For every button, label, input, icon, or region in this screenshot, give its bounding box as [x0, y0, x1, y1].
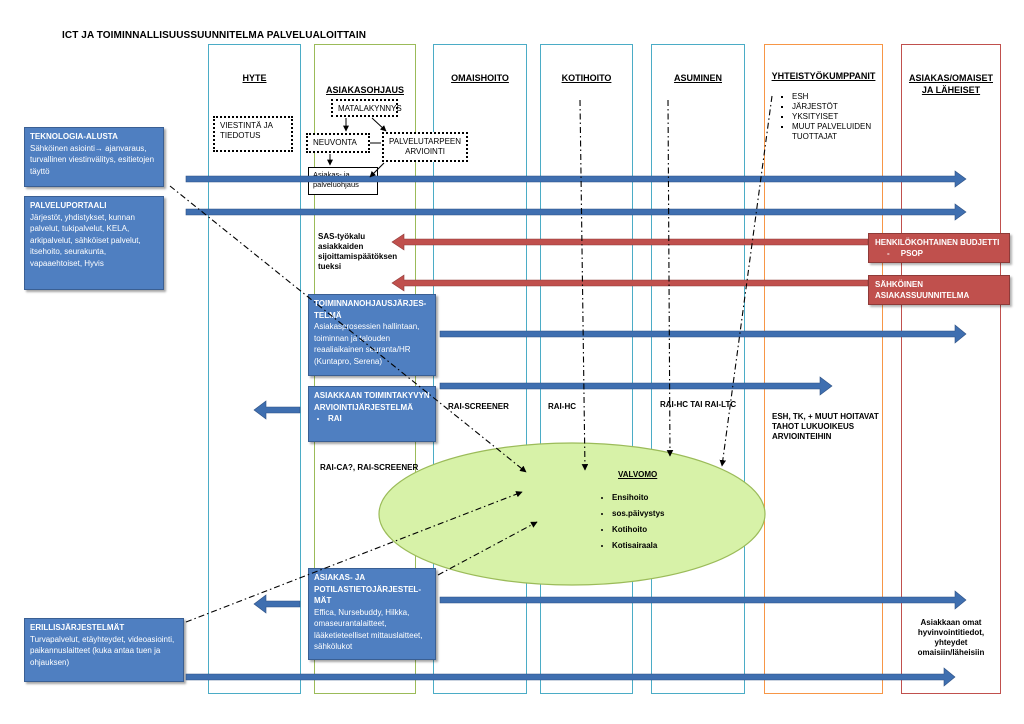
valvomo-item: Kotisairaala: [612, 538, 664, 554]
valvomo-list: Ensihoito sos.päivystys Kotihoito Kotisa…: [598, 490, 664, 554]
box-text: Sähköinen asiointi→ ajanvaraus, turvalli…: [30, 143, 155, 176]
arrow-right: [439, 376, 833, 396]
potilastieto-box: ASIAKAS- JA POTILASTIETOJÄRJESTEL-MÄT Ef…: [308, 568, 436, 660]
arrow-right: [185, 667, 956, 687]
matalakynnys-box: MATALAKYNNYS: [331, 99, 402, 117]
column-label-omaishoito: OMAISHOITO: [451, 73, 509, 83]
teknologia-alusta-box: TEKNOLOGIA-ALUSTA Sähköinen asiointi→ aj…: [24, 127, 164, 187]
diagram-title: ICT JA TOIMINNALLISUUSSUUNNITELMA PALVEL…: [62, 30, 367, 41]
asiakkaan-omat-label: Asiakkaan omat hyvinvointitiedot, yhteyd…: [917, 618, 985, 657]
arrow-right: [185, 170, 967, 188]
column-kotihoito: [540, 44, 633, 694]
arrow-left: [253, 400, 301, 420]
arrow-left-red: [391, 233, 869, 251]
box-title: PALVELUPORTAALI: [30, 201, 107, 210]
viestinta-box: VIESTINTÄ JA TIEDOTUS: [213, 116, 293, 152]
rai-hc-label: RAI-HC: [548, 402, 576, 411]
column-yhteistyokumppanit: [764, 44, 883, 694]
rai-screener-label: RAI-SCREENER: [448, 402, 509, 411]
box-text: Effica, Nursebuddy, Hilkka, omaseurantal…: [314, 607, 423, 652]
column-label-asiakas-omaiset: ASIAKAS/OMAISET JA LÄHEISET: [908, 73, 993, 95]
red-box-title: SÄHKÖINEN ASIAKASSUUNNITELMA: [875, 280, 970, 300]
neuvonta-box: NEUVONTA: [306, 133, 370, 153]
valvomo-item: Ensihoito: [612, 490, 664, 506]
box-text: Järjestöt, yhdistykset, kunnan palvelut,…: [30, 212, 141, 268]
valvomo-item: sos.päivystys: [612, 506, 664, 522]
valvomo-ellipse: [378, 442, 766, 586]
box-title: TOIMINNANOHJAUSJÄRJES-TELMÄ: [314, 299, 427, 320]
valvomo-item: Kotihoito: [612, 522, 664, 538]
partner-list: ESH JÄRJESTÖT YKSITYISET MUUT PALVELUIDE…: [778, 92, 882, 142]
arrow-right: [185, 203, 967, 221]
box-bullet: RAI: [328, 413, 430, 425]
rai-ca-label: RAI-CA?, RAI-SCREENER: [320, 463, 419, 472]
toimintakyky-box: ASIAKKAAN TOIMINTAKYVYN ARVIOINTIJÄRJEST…: [308, 386, 436, 442]
partner-item: ESH: [792, 92, 882, 102]
column-asuminen: [651, 44, 745, 694]
column-label-asuminen: ASUMINEN: [673, 73, 722, 83]
box-title: TEKNOLOGIA-ALUSTA: [30, 132, 118, 141]
box-title: ERILLISJÄRJESTELMÄT: [30, 623, 125, 632]
henkilokohtainen-budjetti-box: HENKILÖKOHTAINEN BUDJETTI - PSOP: [868, 233, 1010, 263]
partner-item: MUUT PALVELUIDEN TUOTTAJAT: [792, 122, 882, 142]
arrow-right: [439, 324, 967, 344]
arrow-left: [253, 594, 301, 614]
toiminnanohjaus-box: TOIMINNANOHJAUSJÄRJES-TELMÄ Asiakasprose…: [308, 294, 436, 376]
palvelutarve-box: PALVELUTARPEEN ARVIOINTI: [382, 132, 468, 162]
red-box-title: HENKILÖKOHTAINEN BUDJETTI: [875, 238, 1000, 247]
red-box-sub: - PSOP: [887, 249, 924, 258]
sahkoinen-asiakassuunnitelma-box: SÄHKÖINEN ASIAKASSUUNNITELMA: [868, 275, 1010, 305]
arrow-right: [439, 590, 967, 610]
box-title: ASIAKAS- JA POTILASTIETOJÄRJESTEL-MÄT: [314, 573, 421, 605]
column-label-kotihoito: KOTIHOITO: [561, 73, 612, 83]
rai-hc-ltc-label: RAI-HC TAI RAI-LTC: [660, 400, 737, 409]
partner-item: JÄRJESTÖT: [792, 102, 882, 112]
box-text: Turvapalvelut, etäyhteydet, videoasioint…: [30, 634, 175, 667]
column-label-asiakasohjaus: ASIAKASOHJAUS: [325, 85, 404, 95]
arrow-left-red: [391, 274, 869, 292]
column-label-yhteistyokumppanit: YHTEISTYÖKUMPPANIT: [771, 71, 876, 81]
esh-tk-label: ESH, TK, + MUUT HOITAVAT TAHOT LUKUOIKEU…: [772, 412, 879, 441]
sas-label: SAS-työkalu asiakkaiden sijoittamispäätö…: [318, 232, 398, 271]
column-asiakas-omaiset: [901, 44, 1001, 694]
partner-item: YKSITYISET: [792, 112, 882, 122]
palveluportaali-box: PALVELUPORTAALI Järjestöt, yhdistykset, …: [24, 196, 164, 290]
erillisjarjestelmat-box: ERILLISJÄRJESTELMÄT Turvapalvelut, etäyh…: [24, 618, 184, 682]
column-hyte: [208, 44, 301, 694]
column-label-hyte: HYTE: [242, 73, 267, 83]
box-title: ASIAKKAAN TOIMINTAKYVYN ARVIOINTIJÄRJEST…: [314, 391, 430, 412]
valvomo-title: VALVOMO: [618, 470, 658, 479]
box-text: Asiakasprosessien hallintaan, toiminnan …: [314, 322, 420, 366]
